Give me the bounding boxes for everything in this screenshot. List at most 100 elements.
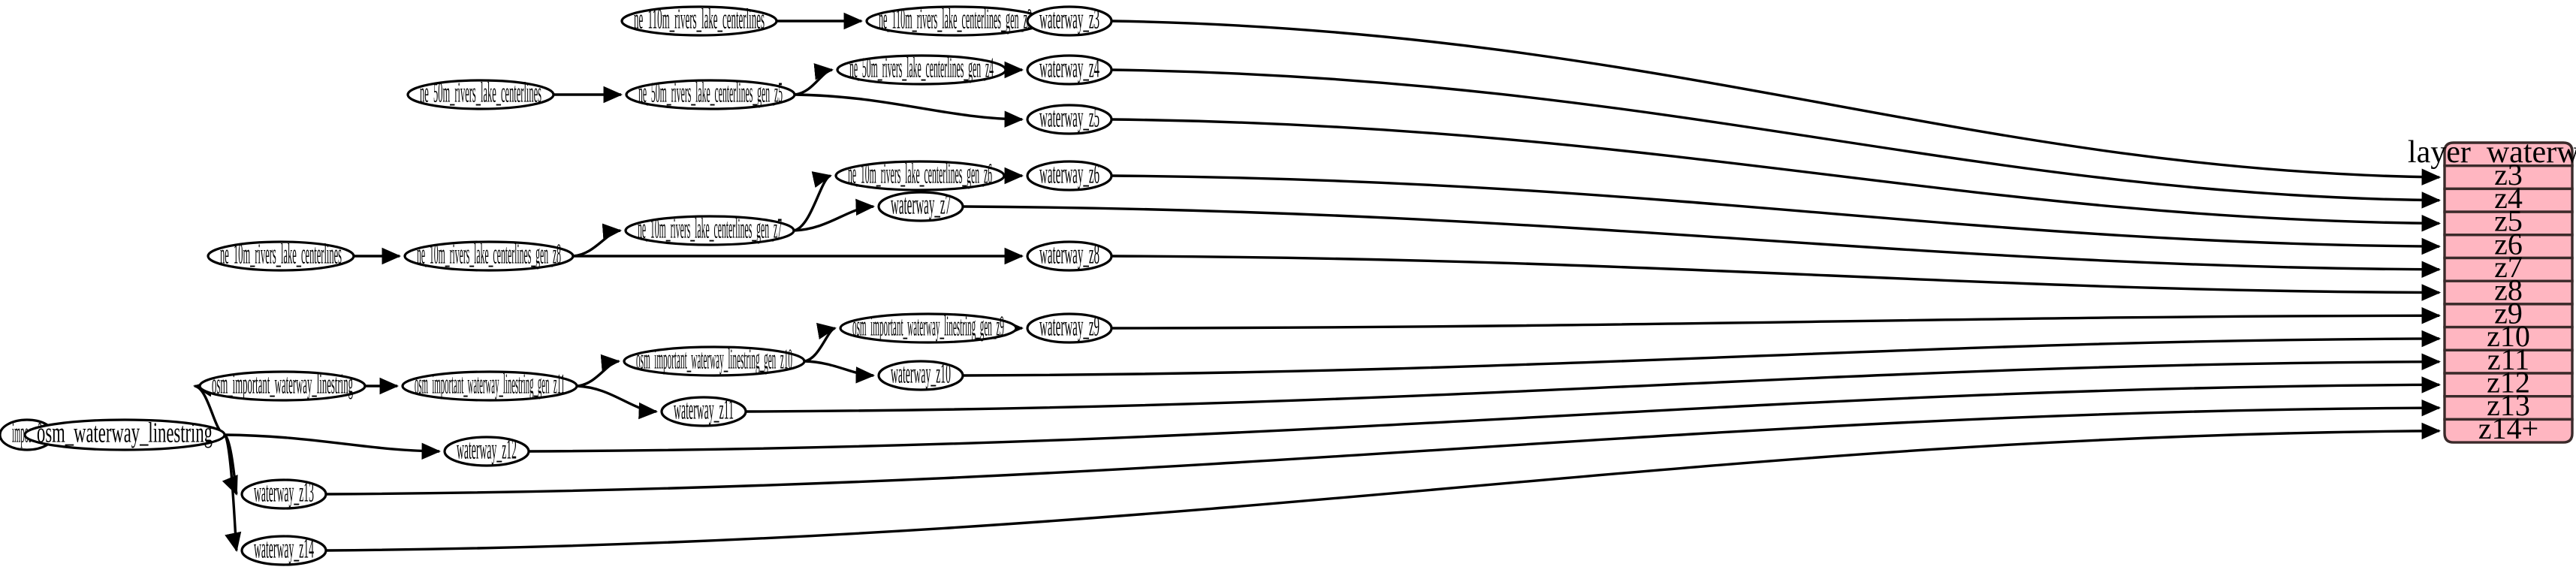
node-shape[interactable] [620,5,778,37]
node-shape[interactable] [1026,160,1113,192]
edge-waterway_z14-to-layer_waterway.z14+ [325,422,2442,552]
node-waterway_z4[interactable]: waterway_z4 [1026,53,1113,86]
node-waterway_z14[interactable]: waterway_z14 [240,533,327,566]
node-layer: imposm3osm_waterway_linestringosm_import… [0,4,1113,566]
edge-ne_50m_rivers_lake_centerlines_gen_z5-to-waterway_z5 [794,93,1024,128]
node-waterway_z11[interactable]: waterway_z11 [660,394,747,427]
node-label: osm_waterway_linestring [37,418,213,449]
node-shape[interactable] [877,360,964,391]
table-cell-label: z8 [2494,273,2523,307]
table-cell-label: z3 [2494,158,2523,192]
edge-ne_10m_rivers_lake_centerlines_gen_z7-to-ne_10m_rivers_lake_centerlines_gen_z6 [793,171,832,232]
table-cell-label: z10 [2487,319,2530,353]
edge-ne_50m_rivers_lake_centerlines_gen_z5-to-ne_50m_rivers_lake_centerlines_gen_z4 [794,63,834,96]
node-shape[interactable] [1026,104,1113,135]
node-osm_important_waterway_linestring_gen_z9[interactable]: osm_important_waterway_linestring_gen_z9 [839,311,1018,344]
node-ne_10m_rivers_lake_centerlines_gen_z8[interactable]: ne_10m_rivers_lake_centerlines_gen_z8 [403,239,575,272]
node-waterway_z8[interactable]: waterway_z8 [1026,239,1113,272]
node-shape[interactable] [1026,240,1113,272]
node-osm_important_waterway_linestring[interactable]: osm_important_waterway_linestring [198,369,366,402]
node-waterway_z6[interactable]: waterway_z6 [1026,158,1113,192]
layer-waterway-table: layer_waterwayz3z4z5z6z7z8z9z10z11z12z13… [2408,135,2576,445]
node-waterway_z13[interactable]: waterway_z13 [240,477,327,510]
node-shape[interactable] [406,79,555,110]
node-waterway_z5[interactable]: waterway_z5 [1026,102,1113,135]
node-label: waterway_z3 [1039,4,1099,35]
node-label: ne_110m_rivers_lake_centerlines_gen_z3 [879,4,1032,35]
node-ne_110m_rivers_lake_centerlines[interactable]: ne_110m_rivers_lake_centerlines [620,4,778,37]
edge-waterway_z10-to-layer_waterway.z10 [962,330,2442,377]
edge-waterway_z11-to-layer_waterway.z11 [745,353,2442,413]
node-ne_50m_rivers_lake_centerlines[interactable]: ne_50m_rivers_lake_centerlines [406,77,555,110]
node-shape[interactable] [877,191,964,222]
edge-ne_10m_rivers_lake_centerlines_gen_z8-to-ne_10m_rivers_lake_centerlines_gen_z7 [572,223,623,258]
table-cell-label: z5 [2494,204,2523,238]
edge-osm_important_waterway_linestring_gen_z10-to-osm_important_waterway_linestring_gen_z9 [804,322,837,363]
node-shape[interactable] [1026,312,1113,344]
node-label: ne_10m_rivers_lake_centerlines_gen_z8 [417,239,561,270]
node-waterway_z9[interactable]: waterway_z9 [1026,311,1113,344]
node-waterway_z3[interactable]: waterway_z3 [1026,4,1113,37]
table-layer-group: layer_waterwayz3z4z5z6z7z8z9z10z11z12z13… [2408,135,2576,445]
node-label: ne_50m_rivers_lake_centerlines [420,77,541,109]
node-label: ne_10m_rivers_lake_centerlines_gen_z7 [638,213,782,245]
table-row-z8[interactable] [2443,279,2574,306]
node-shape[interactable] [401,370,578,402]
table-cell-label: z11 [2487,342,2529,376]
table-cell-label: z13 [2487,388,2530,422]
edge-layer [17,12,2442,552]
node-shape[interactable] [660,396,747,427]
node-label: osm_important_waterway_linestring_gen_z1… [636,344,792,375]
node-ne_110m_rivers_lake_centerlines_gen_z3[interactable]: ne_110m_rivers_lake_centerlines_gen_z3 [865,4,1045,37]
node-shape[interactable] [625,79,796,110]
table-cell-label: z4 [2494,181,2523,215]
node-ne_10m_rivers_lake_centerlines[interactable]: ne_10m_rivers_lake_centerlines [207,239,355,272]
node-label: osm_important_waterway_linestring [212,369,353,400]
node-osm_important_waterway_linestring_gen_z10[interactable]: osm_important_waterway_linestring_gen_z1… [623,344,806,377]
edge-waterway_z5-to-layer_waterway.z5 [1111,118,2442,232]
node-shape[interactable] [1026,5,1113,37]
edge-osm_waterway_linestring-to-waterway_z12 [224,433,442,460]
node-shape[interactable] [240,478,327,510]
node-waterway_z12[interactable]: waterway_z12 [443,434,530,467]
table-row-z14+[interactable] [2443,418,2574,444]
node-shape[interactable] [836,54,1007,86]
node-osm_important_waterway_linestring_gen_z11[interactable]: osm_important_waterway_linestring_gen_z1… [401,369,578,402]
table-row-z12[interactable] [2443,372,2574,398]
edge-osm_waterway_linestring-to-waterway_z14 [223,433,242,552]
edge-ne_10m_rivers_lake_centerlines_gen_z7-to-waterway_z7 [793,198,876,232]
node-shape[interactable] [834,160,1006,192]
node-shape[interactable] [623,345,806,377]
node-shape[interactable] [1026,54,1113,86]
table-row-z3[interactable] [2443,164,2574,191]
node-shape[interactable] [23,418,226,451]
table-row-z6[interactable] [2443,234,2574,260]
edge-osm_important_waterway_linestring_gen_z11-to-osm_important_waterway_linestring_gen_z10 [576,354,621,388]
node-shape[interactable] [240,535,327,566]
table-row-z5[interactable] [2443,210,2574,237]
node-shape[interactable] [624,215,795,246]
node-shape[interactable] [207,240,355,272]
node-shape[interactable] [198,370,366,402]
table-cell-label: z6 [2494,227,2523,261]
table-row-z10[interactable] [2443,325,2574,352]
node-label: waterway_z14 [254,533,314,565]
edge-waterway_z4-to-layer_waterway.z4 [1111,68,2442,209]
node-ne_50m_rivers_lake_centerlines_gen_z5[interactable]: ne_50m_rivers_lake_centerlines_gen_z5 [625,77,796,110]
node-waterway_z10[interactable]: waterway_z10 [877,358,964,391]
edge-waterway_z7-to-layer_waterway.z7 [962,205,2442,278]
edge-waterway_z3-to-layer_waterway.z3 [1111,20,2442,185]
node-osm_waterway_linestring[interactable]: osm_waterway_linestring [23,418,226,451]
node-ne_10m_rivers_lake_centerlines_gen_z7[interactable]: ne_10m_rivers_lake_centerlines_gen_z7 [624,213,795,246]
node-ne_50m_rivers_lake_centerlines_gen_z4[interactable]: ne_50m_rivers_lake_centerlines_gen_z4 [836,53,1007,86]
node-shape[interactable] [839,312,1018,344]
node-ne_10m_rivers_lake_centerlines_gen_z6[interactable]: ne_10m_rivers_lake_centerlines_gen_z6 [834,158,1006,192]
node-waterway_z7[interactable]: waterway_z7 [877,189,964,222]
node-label: waterway_z12 [457,434,517,466]
edge-waterway_z8-to-layer_waterway.z8 [1111,255,2442,301]
node-label: ne_110m_rivers_lake_centerlines [634,4,765,35]
node-shape[interactable] [403,240,575,272]
node-shape[interactable] [443,436,530,467]
